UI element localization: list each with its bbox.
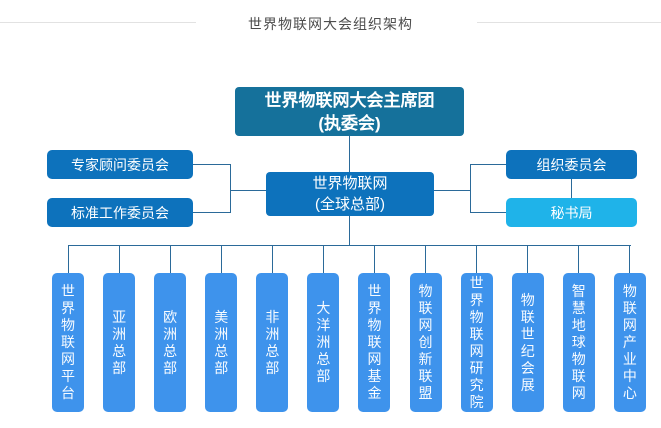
org-node-iot-industry-center: 物 联 网 产 业 中 心 bbox=[613, 273, 646, 412]
connector-drop bbox=[322, 245, 324, 273]
department-column: 世 界 物 联 网 研 究 院 bbox=[460, 245, 493, 412]
org-node-asia-hq: 亚 洲 总 部 bbox=[103, 273, 136, 412]
department-column: 世 界 物 联 网 平 台 bbox=[52, 245, 84, 412]
connector-left-to-hq bbox=[230, 190, 266, 191]
department-column: 亚 洲 总 部 bbox=[103, 245, 136, 412]
org-node-oceania-hq: 大 洋 洲 总 部 bbox=[307, 273, 340, 412]
org-node-world-iot-fund: 世 界 物 联 网 基 金 bbox=[358, 273, 391, 412]
connector-drop bbox=[629, 245, 631, 273]
department-column: 智 慧 地 球 物 联 网 bbox=[562, 245, 595, 412]
connector-drop bbox=[527, 245, 529, 273]
connector-right-junction bbox=[470, 164, 471, 213]
org-node-presidium: 世界物联网大会主席团 (执委会) bbox=[235, 87, 464, 136]
org-node-expert-advisory-committee: 专家顾问委员会 bbox=[47, 150, 193, 179]
title-rule-left bbox=[0, 22, 196, 23]
connector-root-hq bbox=[349, 136, 350, 172]
connector-drop bbox=[425, 245, 427, 273]
connector-hq-to-right bbox=[434, 190, 470, 191]
connector-bus bbox=[68, 245, 631, 246]
connector-hq-trunk bbox=[349, 216, 350, 245]
department-row: 世 界 物 联 网 平 台 亚 洲 总 部 欧 洲 总 部 美 洲 总 部 非 … bbox=[52, 245, 646, 412]
org-node-americas-hq: 美 洲 总 部 bbox=[205, 273, 238, 412]
org-node-world-iot-research-institute: 世 界 物 联 网 研 究 院 bbox=[460, 273, 493, 412]
department-column: 世 界 物 联 网 基 金 bbox=[358, 245, 391, 412]
department-column: 物 联 世 纪 会 展 bbox=[511, 245, 544, 412]
connector-left-top bbox=[193, 164, 230, 165]
org-node-europe-hq: 欧 洲 总 部 bbox=[154, 273, 187, 412]
connector-drop bbox=[578, 245, 580, 273]
org-node-secretariat: 秘书局 bbox=[506, 198, 637, 227]
connector-drop bbox=[476, 245, 478, 273]
connector-drop bbox=[118, 245, 120, 273]
connector-drop bbox=[220, 245, 222, 273]
department-column: 大 洋 洲 总 部 bbox=[307, 245, 340, 412]
connector-drop bbox=[271, 245, 273, 273]
connector-drop bbox=[373, 245, 375, 273]
title-rule-right bbox=[477, 22, 661, 23]
page-title: 世界物联网大会组织架构 bbox=[248, 16, 413, 32]
org-node-iot-innovation-alliance: 物 联 网 创 新 联 盟 bbox=[409, 273, 442, 412]
org-node-iot-century-expo: 物 联 世 纪 会 展 bbox=[511, 273, 544, 412]
connector-left-bottom bbox=[193, 212, 230, 213]
org-node-smart-earth-iot: 智 慧 地 球 物 联 网 bbox=[562, 273, 595, 412]
department-column: 非 洲 总 部 bbox=[256, 245, 289, 412]
department-column: 物 联 网 创 新 联 盟 bbox=[409, 245, 442, 412]
department-column: 美 洲 总 部 bbox=[205, 245, 238, 412]
connector-committee-secretariat bbox=[571, 179, 572, 198]
org-node-global-hq: 世界物联网 (全球总部) bbox=[266, 172, 434, 216]
connector-drop bbox=[67, 245, 69, 273]
connector-left-junction bbox=[230, 164, 231, 213]
org-node-organizing-committee: 组织委员会 bbox=[506, 150, 637, 179]
org-node-standards-working-committee: 标准工作委员会 bbox=[47, 198, 193, 227]
department-column: 欧 洲 总 部 bbox=[154, 245, 187, 412]
connector-drop bbox=[169, 245, 171, 273]
org-node-world-iot-platform: 世 界 物 联 网 平 台 bbox=[52, 273, 84, 412]
department-column: 物 联 网 产 业 中 心 bbox=[613, 245, 646, 412]
org-node-africa-hq: 非 洲 总 部 bbox=[256, 273, 289, 412]
connector-right-bottom bbox=[470, 212, 506, 213]
connector-right-top bbox=[470, 164, 506, 165]
